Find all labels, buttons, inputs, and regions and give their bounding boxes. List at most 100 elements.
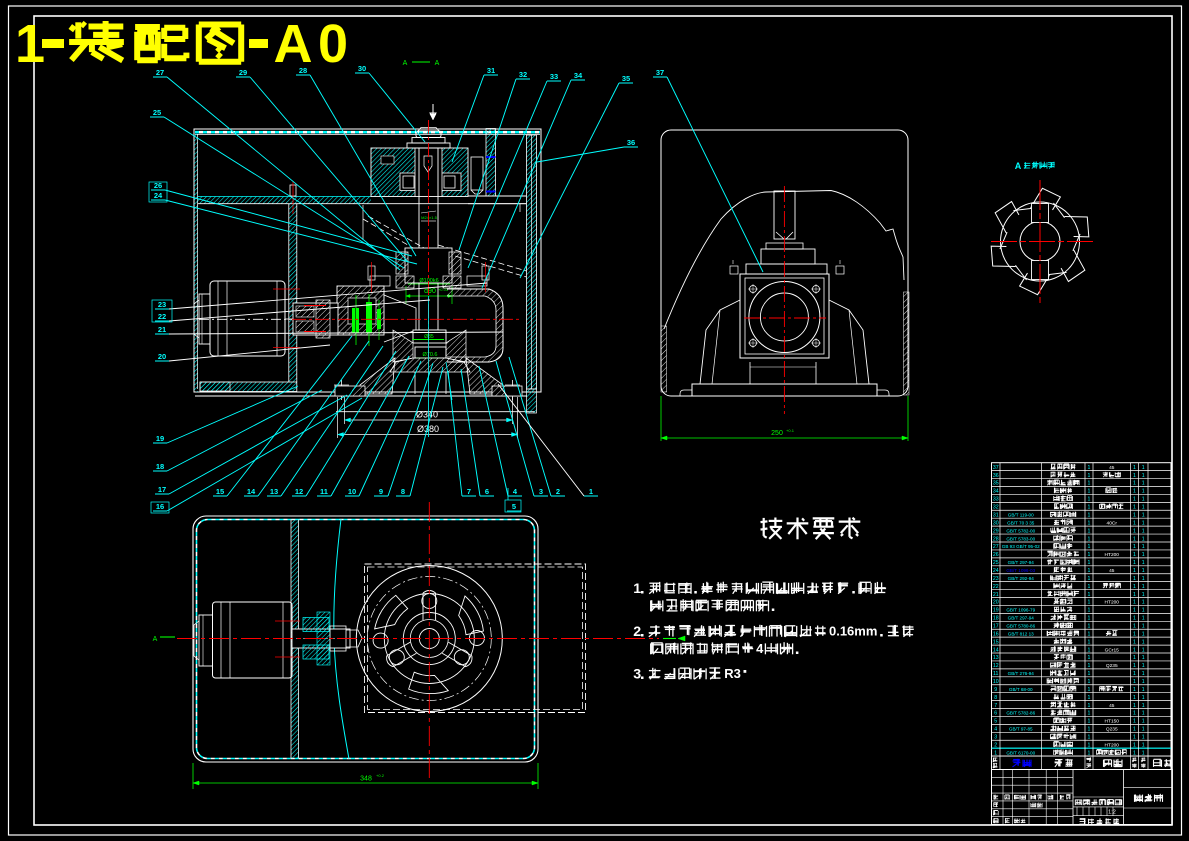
svg-text:GB/T 68-00: GB/T 68-00 — [1009, 687, 1033, 692]
svg-text:1: 1 — [1142, 742, 1145, 748]
svg-text:14: 14 — [993, 647, 999, 653]
svg-text:1: 1 — [1088, 750, 1091, 756]
svg-text:27: 27 — [156, 68, 164, 77]
svg-text:1: 1 — [1133, 735, 1136, 741]
svg-text:1: 1 — [1142, 655, 1145, 661]
svg-text:A: A — [1015, 161, 1022, 171]
svg-text:18: 18 — [156, 462, 164, 471]
svg-text:GB/T 5780-86: GB/T 5780-86 — [1006, 623, 1035, 628]
svg-text:1: 1 — [1088, 679, 1091, 685]
svg-text:1: 1 — [1142, 568, 1145, 574]
svg-text:8: 8 — [994, 695, 997, 701]
svg-text:1: 1 — [1133, 616, 1136, 622]
svg-text:11: 11 — [320, 487, 328, 496]
svg-text:GB/T 6170-00: GB/T 6170-00 — [1006, 750, 1035, 755]
svg-text:1: 1 — [1133, 489, 1136, 495]
svg-text:1: 1 — [1133, 711, 1136, 717]
svg-text:1: 1 — [1088, 568, 1091, 574]
svg-text:1: 1 — [15, 14, 45, 74]
svg-text:35: 35 — [993, 481, 999, 487]
svg-text:1: 1 — [1142, 520, 1145, 526]
svg-text:7: 7 — [994, 703, 997, 709]
svg-text:1: 1 — [1088, 671, 1091, 677]
svg-text:3: 3 — [539, 487, 543, 496]
svg-text:1: 1 — [1088, 647, 1091, 653]
svg-text:HT200: HT200 — [1105, 600, 1120, 606]
svg-text:1: 1 — [1142, 631, 1145, 637]
svg-text:22: 22 — [158, 312, 166, 321]
svg-text:30: 30 — [358, 64, 366, 73]
svg-text:1: 1 — [1133, 639, 1136, 645]
svg-text:1: 1 — [1088, 703, 1091, 709]
svg-text:1: 1 — [1142, 505, 1145, 511]
svg-text:36: 36 — [993, 473, 999, 479]
svg-text:33: 33 — [993, 497, 999, 503]
svg-text:1: 1 — [1133, 750, 1136, 756]
svg-text:1: 1 — [1088, 735, 1091, 741]
svg-text:1: 1 — [1142, 695, 1145, 701]
svg-text:1: 1 — [1133, 671, 1136, 677]
svg-text:250: 250 — [771, 430, 783, 437]
svg-text:8: 8 — [401, 487, 405, 496]
svg-text:A: A — [403, 60, 408, 67]
svg-text:1: 1 — [1133, 687, 1136, 693]
svg-text:32: 32 — [519, 70, 527, 79]
svg-text:27: 27 — [993, 544, 999, 550]
svg-text:1: 1 — [1142, 552, 1145, 558]
svg-text:32: 32 — [993, 505, 999, 511]
svg-text:26: 26 — [993, 552, 999, 558]
svg-text:7: 7 — [467, 487, 471, 496]
svg-text:1: 1 — [1133, 647, 1136, 653]
svg-text:A: A — [435, 60, 440, 67]
svg-text:1: 1 — [1088, 552, 1091, 558]
svg-text:A: A — [153, 636, 158, 643]
svg-text:6: 6 — [994, 711, 997, 717]
svg-text:1: 1 — [1142, 512, 1145, 518]
svg-text:20: 20 — [158, 352, 166, 361]
svg-text:1: 1 — [1088, 608, 1091, 614]
svg-text:1: 1 — [1142, 750, 1145, 756]
svg-text:1: 1 — [1142, 489, 1145, 495]
svg-text:HT150: HT150 — [1105, 719, 1120, 725]
svg-text:1: 1 — [1133, 608, 1136, 614]
svg-text:Q235: Q235 — [1106, 663, 1118, 669]
svg-text:15: 15 — [216, 487, 224, 496]
svg-text:1: 1 — [1133, 544, 1136, 550]
svg-text:1: 1 — [1142, 703, 1145, 709]
svg-text:1: 1 — [1088, 727, 1091, 733]
svg-text:9: 9 — [379, 487, 383, 496]
svg-text:1: 1 — [1142, 560, 1145, 566]
svg-text:R3: R3 — [724, 666, 741, 681]
svg-text:1: 1 — [1142, 616, 1145, 622]
svg-text:35: 35 — [622, 74, 630, 83]
svg-text:1: 1 — [1133, 465, 1136, 471]
svg-text:1: 1 — [1133, 473, 1136, 479]
svg-text:1: 1 — [1133, 584, 1136, 590]
svg-text:1: 1 — [1142, 544, 1145, 550]
svg-text:GB/T 119-00: GB/T 119-00 — [1008, 512, 1034, 517]
svg-text:1: 1 — [1142, 608, 1145, 614]
svg-text:28: 28 — [299, 66, 307, 75]
svg-text:34: 34 — [993, 489, 999, 495]
svg-text:15: 15 — [993, 639, 999, 645]
svg-text:1: 1 — [1133, 623, 1136, 629]
svg-text:1: 1 — [1133, 631, 1136, 637]
svg-text:1: 1 — [1133, 552, 1136, 558]
svg-text:1: 1 — [1088, 663, 1091, 669]
svg-text:1: 1 — [1133, 481, 1136, 487]
svg-text:HT200: HT200 — [1105, 742, 1120, 748]
svg-text:348: 348 — [360, 776, 372, 783]
svg-text:22: 22 — [993, 584, 999, 590]
svg-text:4: 4 — [994, 727, 997, 733]
svg-text:2: 2 — [556, 487, 560, 496]
svg-text:+0.1: +0.1 — [786, 428, 795, 433]
svg-text:M24×1.5: M24×1.5 — [421, 215, 437, 220]
svg-text:1: 1 — [1088, 639, 1091, 645]
svg-text:28: 28 — [993, 536, 999, 542]
svg-text:Ø100k6: Ø100k6 — [419, 278, 438, 284]
svg-text:45: 45 — [1109, 703, 1115, 709]
svg-text:17: 17 — [158, 485, 166, 494]
svg-text:1: 1 — [1088, 497, 1091, 503]
svg-text:4: 4 — [756, 641, 764, 656]
svg-text:1: 1 — [1133, 592, 1136, 598]
